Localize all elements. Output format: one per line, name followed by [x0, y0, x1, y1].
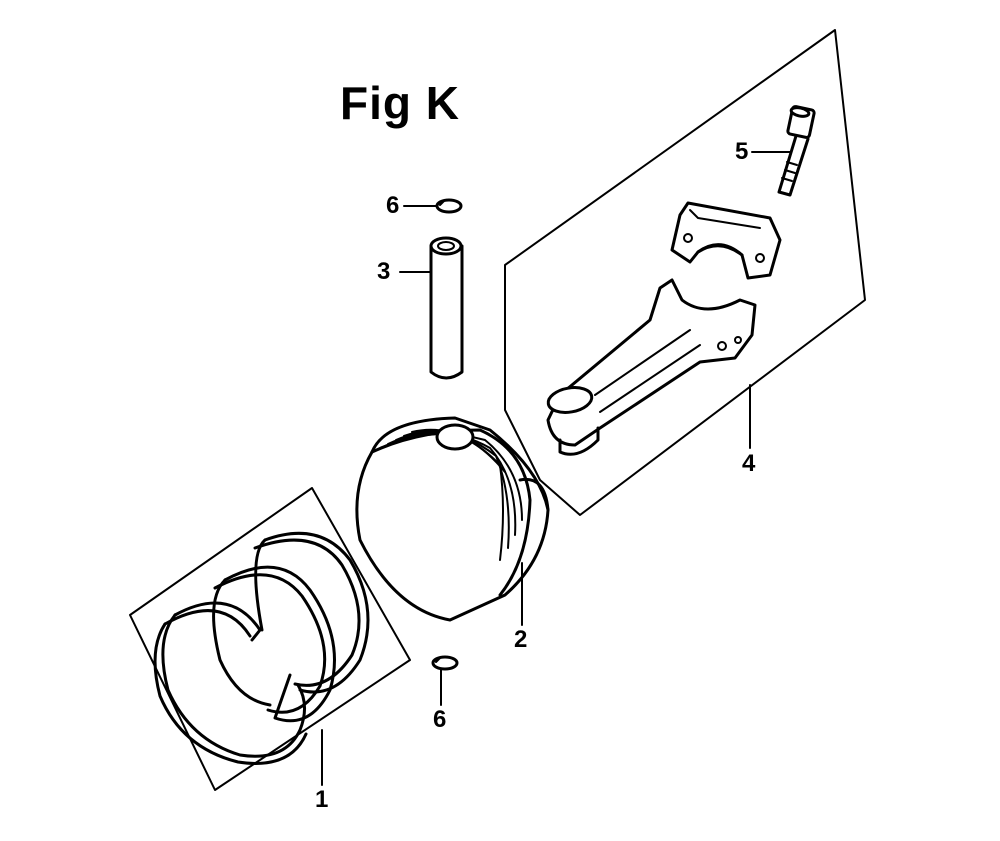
- callout-6-top: 6: [386, 192, 400, 219]
- bolt-part: [777, 105, 816, 197]
- piston-pin-part: [429, 236, 464, 380]
- rod-cap-part: [670, 201, 782, 280]
- callout-5: 5: [735, 138, 749, 165]
- callout-3: 3: [377, 258, 391, 285]
- callout-1: 1: [315, 786, 329, 813]
- clip-bottom-part: [431, 655, 459, 671]
- connecting-rod-part: [546, 278, 757, 456]
- figure-title: Fig K: [340, 77, 460, 129]
- callout-4: 4: [742, 450, 756, 477]
- clip-top-part: [435, 198, 463, 214]
- piston-part: [355, 416, 550, 622]
- ring-group-frame: [129, 487, 411, 791]
- leader-lines: [321, 151, 791, 786]
- rod-group-frame: [504, 29, 866, 516]
- piston-rings-part: [153, 531, 370, 765]
- callout-6-bottom: 6: [433, 706, 447, 733]
- callout-2: 2: [514, 626, 528, 653]
